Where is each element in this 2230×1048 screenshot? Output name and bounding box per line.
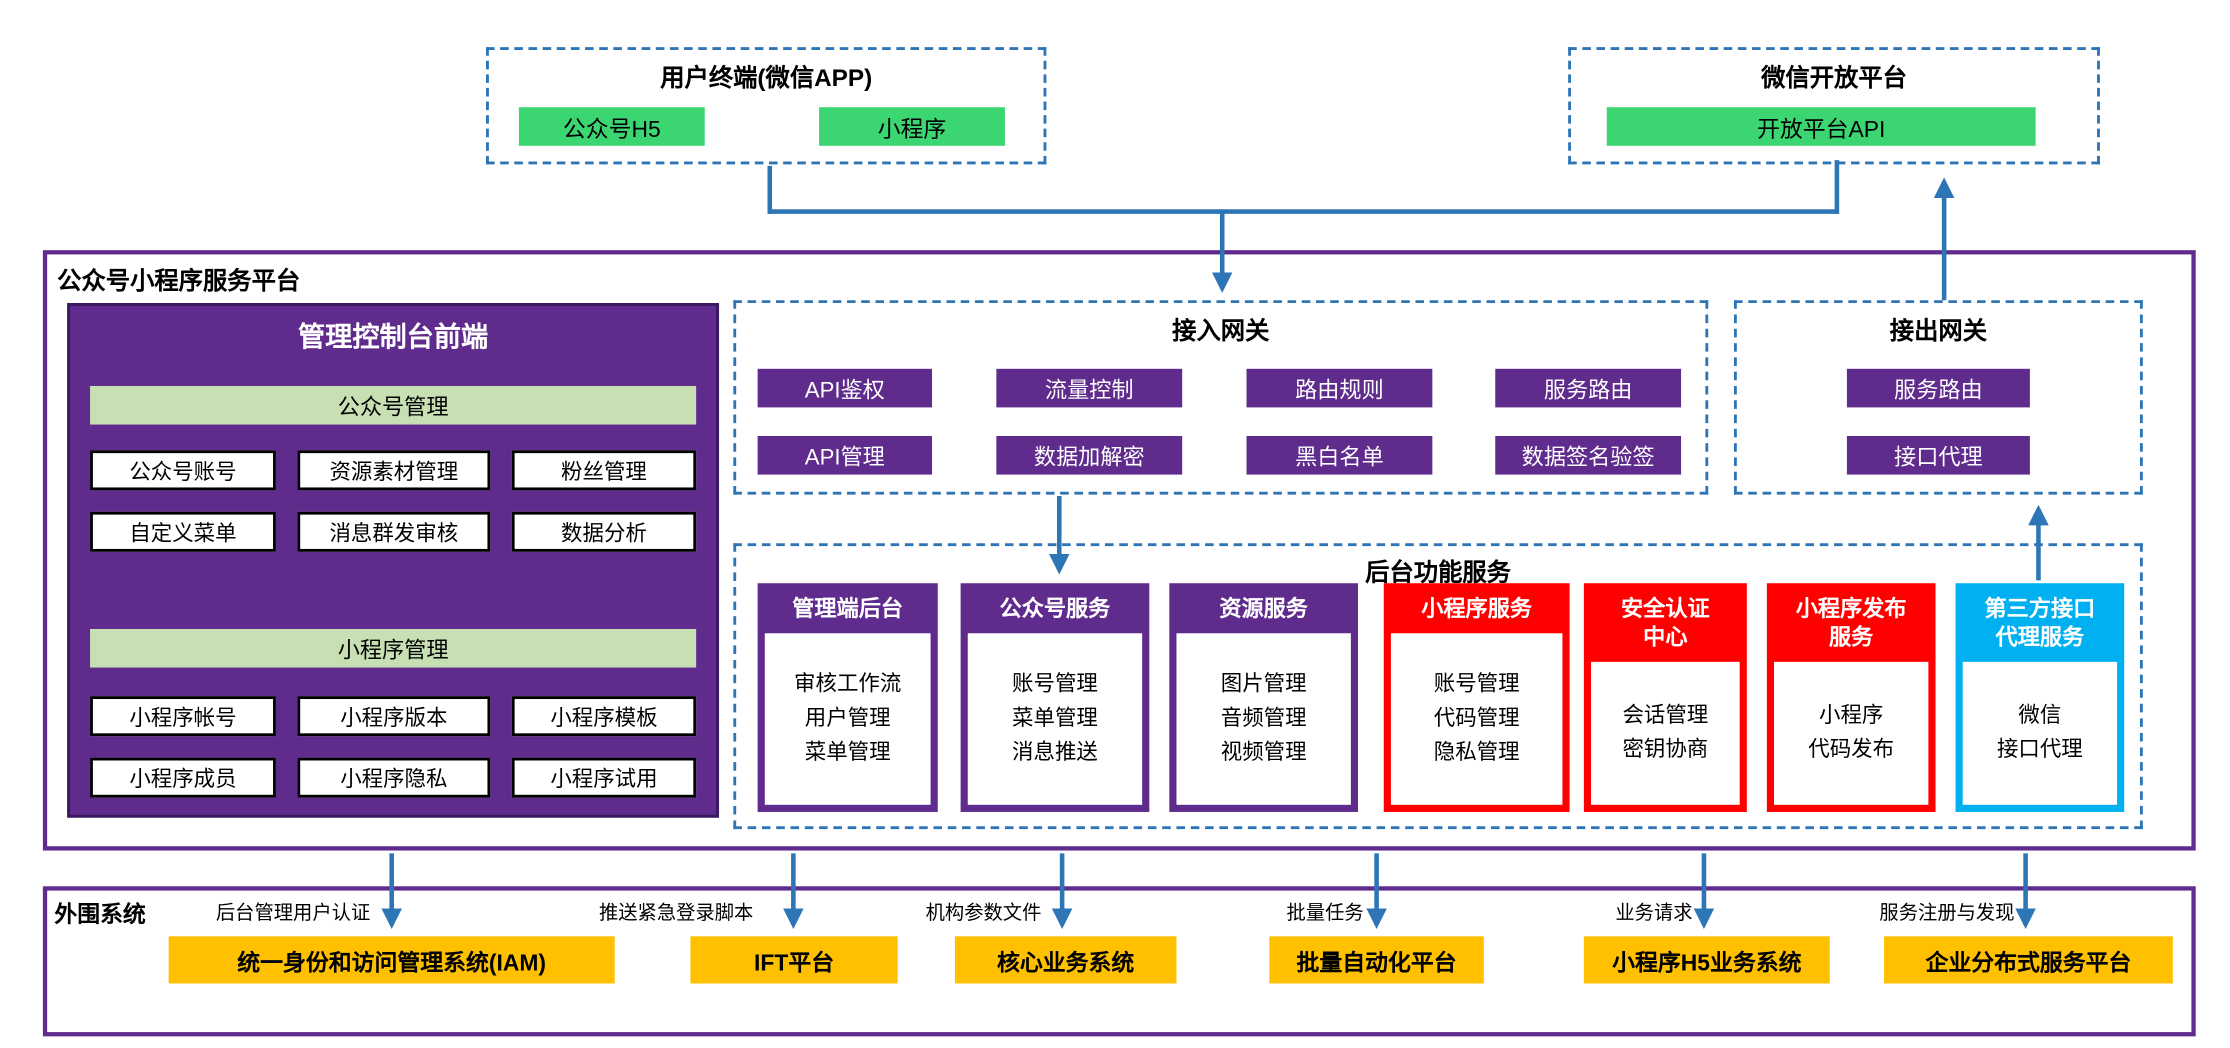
open-platform-title: 微信开放平台 (1761, 64, 1907, 92)
svc-line: 审核工作流 (794, 671, 902, 697)
mini-program-node: 小程序 (819, 107, 1005, 146)
mini-program-account-node: 小程序帐号 (90, 696, 276, 737)
external-systems-title: 外围系统 (54, 903, 146, 928)
svc-line: 用户管理 (804, 706, 891, 731)
svc-line: 消息推送 (1012, 740, 1098, 765)
data-encryption-node: 数据加解密 (996, 435, 1183, 475)
service-platform-title: 公众号小程序服务平台 (57, 267, 301, 295)
svc-resource-service-items: 图片管理 音频管理 视频管理 (1176, 633, 1351, 805)
svc-official-account-service-title: 公众号服务 (999, 597, 1111, 622)
svc-official-account-service-items: 账号管理 菜单管理 消息推送 (967, 633, 1143, 805)
egress-gateway-group: 接出网关 (1733, 300, 2143, 495)
link-label-core: 机构参数文件 (925, 902, 1042, 924)
svc-line: 代码发布 (1808, 737, 1895, 763)
svc-line: 小程序 (1819, 703, 1884, 728)
svc-third-party-proxy-service: 第三方接口代理服务 微信 接口代理 (1955, 583, 2125, 812)
svc-miniprogram-service: 小程序服务 账号管理 代码管理 隐私管理 (1383, 583, 1570, 812)
link-label-iam: 后台管理用户认证 (215, 902, 371, 924)
ext-core-business-system: 核心业务系统 (954, 936, 1177, 984)
svc-line: 微信 (2018, 703, 2062, 728)
open-platform-api-node: 开放平台API (1606, 107, 2036, 146)
ingress-gateway-title: 接入网关 (1172, 317, 1270, 345)
svc-line: 账号管理 (1012, 671, 1098, 697)
api-mgmt-node: API管理 (757, 435, 933, 475)
svc-admin-backend-items: 审核工作流 用户管理 菜单管理 (764, 633, 931, 805)
svc-third-party-proxy-service-title: 第三方接口代理服务 (1984, 597, 2096, 651)
ext-batch-automation-platform: 批量自动化平台 (1269, 936, 1484, 984)
svc-admin-backend-title: 管理端后台 (792, 597, 904, 622)
svc-miniprogram-release-service-title: 小程序发布服务 (1795, 597, 1907, 651)
svc-line: 图片管理 (1220, 671, 1307, 697)
official-h5-node: 公众号H5 (518, 107, 705, 146)
svc-admin-backend: 管理端后台 审核工作流 用户管理 菜单管理 (757, 583, 938, 812)
svc-resource-service-title: 资源服务 (1219, 597, 1308, 622)
user-terminal-group: 用户终端(微信APP) (486, 47, 1047, 165)
link-label-ift: 推送紧急登录脚本 (598, 902, 754, 924)
api-auth-node: API鉴权 (757, 368, 933, 408)
svc-line: 账号管理 (1433, 671, 1520, 697)
ext-ift-platform: IFT平台 (690, 936, 898, 984)
mini-program-trial-node: 小程序试用 (511, 757, 697, 798)
svc-line: 菜单管理 (1012, 706, 1098, 731)
message-broadcast-review-node: 消息群发审核 (297, 511, 491, 552)
link-label-batch: 批量任务 (1286, 902, 1364, 924)
svc-line: 代码管理 (1433, 706, 1520, 731)
mini-program-mgmt-header: 小程序管理 (90, 628, 697, 668)
svc-miniprogram-service-items: 账号管理 代码管理 隐私管理 (1390, 633, 1563, 805)
routing-rules-node: 路由规则 (1246, 368, 1433, 408)
mini-program-version-node: 小程序版本 (297, 696, 491, 737)
link-label-registry: 服务注册与发现 (1879, 902, 2015, 924)
svc-line: 会话管理 (1622, 703, 1709, 728)
svc-resource-service: 资源服务 图片管理 音频管理 视频管理 (1169, 583, 1359, 812)
svc-line: 密钥协商 (1622, 737, 1709, 763)
egress-service-routing-node: 服务路由 (1846, 368, 2030, 408)
svc-security-auth-center: 安全认证中心 会话管理 密钥协商 (1583, 583, 1747, 812)
svc-line: 接口代理 (1996, 737, 2083, 763)
data-signature-node: 数据签名验签 (1495, 435, 1682, 475)
resource-material-mgmt-node: 资源素材管理 (297, 450, 491, 491)
svc-third-party-proxy-service-items: 微信 接口代理 (1962, 662, 2118, 805)
open-platform-group: 微信开放平台 (1568, 47, 2100, 165)
console-panel (67, 303, 720, 818)
svc-miniprogram-release-service-items: 小程序 代码发布 (1773, 662, 1929, 805)
svc-official-account-service: 公众号服务 账号管理 菜单管理 消息推送 (960, 583, 1150, 812)
fans-mgmt-node: 粉丝管理 (511, 450, 697, 491)
egress-gateway-title: 接出网关 (1889, 317, 1987, 345)
official-account-id-node: 公众号账号 (90, 450, 276, 491)
ext-iam-system: 统一身份和访问管理系统(IAM) (168, 936, 615, 984)
svc-line: 隐私管理 (1433, 740, 1520, 765)
data-analysis-node: 数据分析 (511, 511, 697, 552)
flow-control-node: 流量控制 (996, 368, 1183, 408)
backend-services-group: 后台功能服务 (733, 543, 2143, 830)
ext-enterprise-distributed-service-platform: 企业分布式服务平台 (1884, 936, 2173, 984)
interface-proxy-node: 接口代理 (1846, 435, 2030, 475)
svc-line: 菜单管理 (804, 740, 891, 765)
custom-menu-node: 自定义菜单 (90, 511, 276, 552)
black-white-list-node: 黑白名单 (1246, 435, 1433, 475)
mini-program-template-node: 小程序模板 (511, 696, 697, 737)
link-label-business: 业务请求 (1615, 902, 1693, 924)
mini-program-member-node: 小程序成员 (90, 757, 276, 798)
mini-program-privacy-node: 小程序隐私 (297, 757, 491, 798)
svc-security-auth-center-items: 会话管理 密钥协商 (1591, 662, 1740, 805)
console-panel-title: 管理控制台前端 (298, 323, 489, 354)
svc-line: 视频管理 (1220, 740, 1307, 765)
svc-security-auth-center-title: 安全认证中心 (1621, 597, 1710, 651)
ext-miniprogram-h5-business-system: 小程序H5业务系统 (1583, 936, 1830, 984)
svc-miniprogram-service-title: 小程序服务 (1421, 597, 1533, 622)
official-account-mgmt-header: 公众号管理 (90, 385, 697, 425)
user-terminal-title: 用户终端(微信APP) (660, 64, 873, 92)
svc-miniprogram-release-service: 小程序发布服务 小程序 代码发布 (1766, 583, 1936, 812)
ingress-gateway-group: 接入网关 (733, 300, 1709, 495)
service-routing-node: 服务路由 (1495, 368, 1682, 408)
backend-services-title: 后台功能服务 (1365, 558, 1511, 587)
svc-line: 音频管理 (1220, 706, 1307, 731)
